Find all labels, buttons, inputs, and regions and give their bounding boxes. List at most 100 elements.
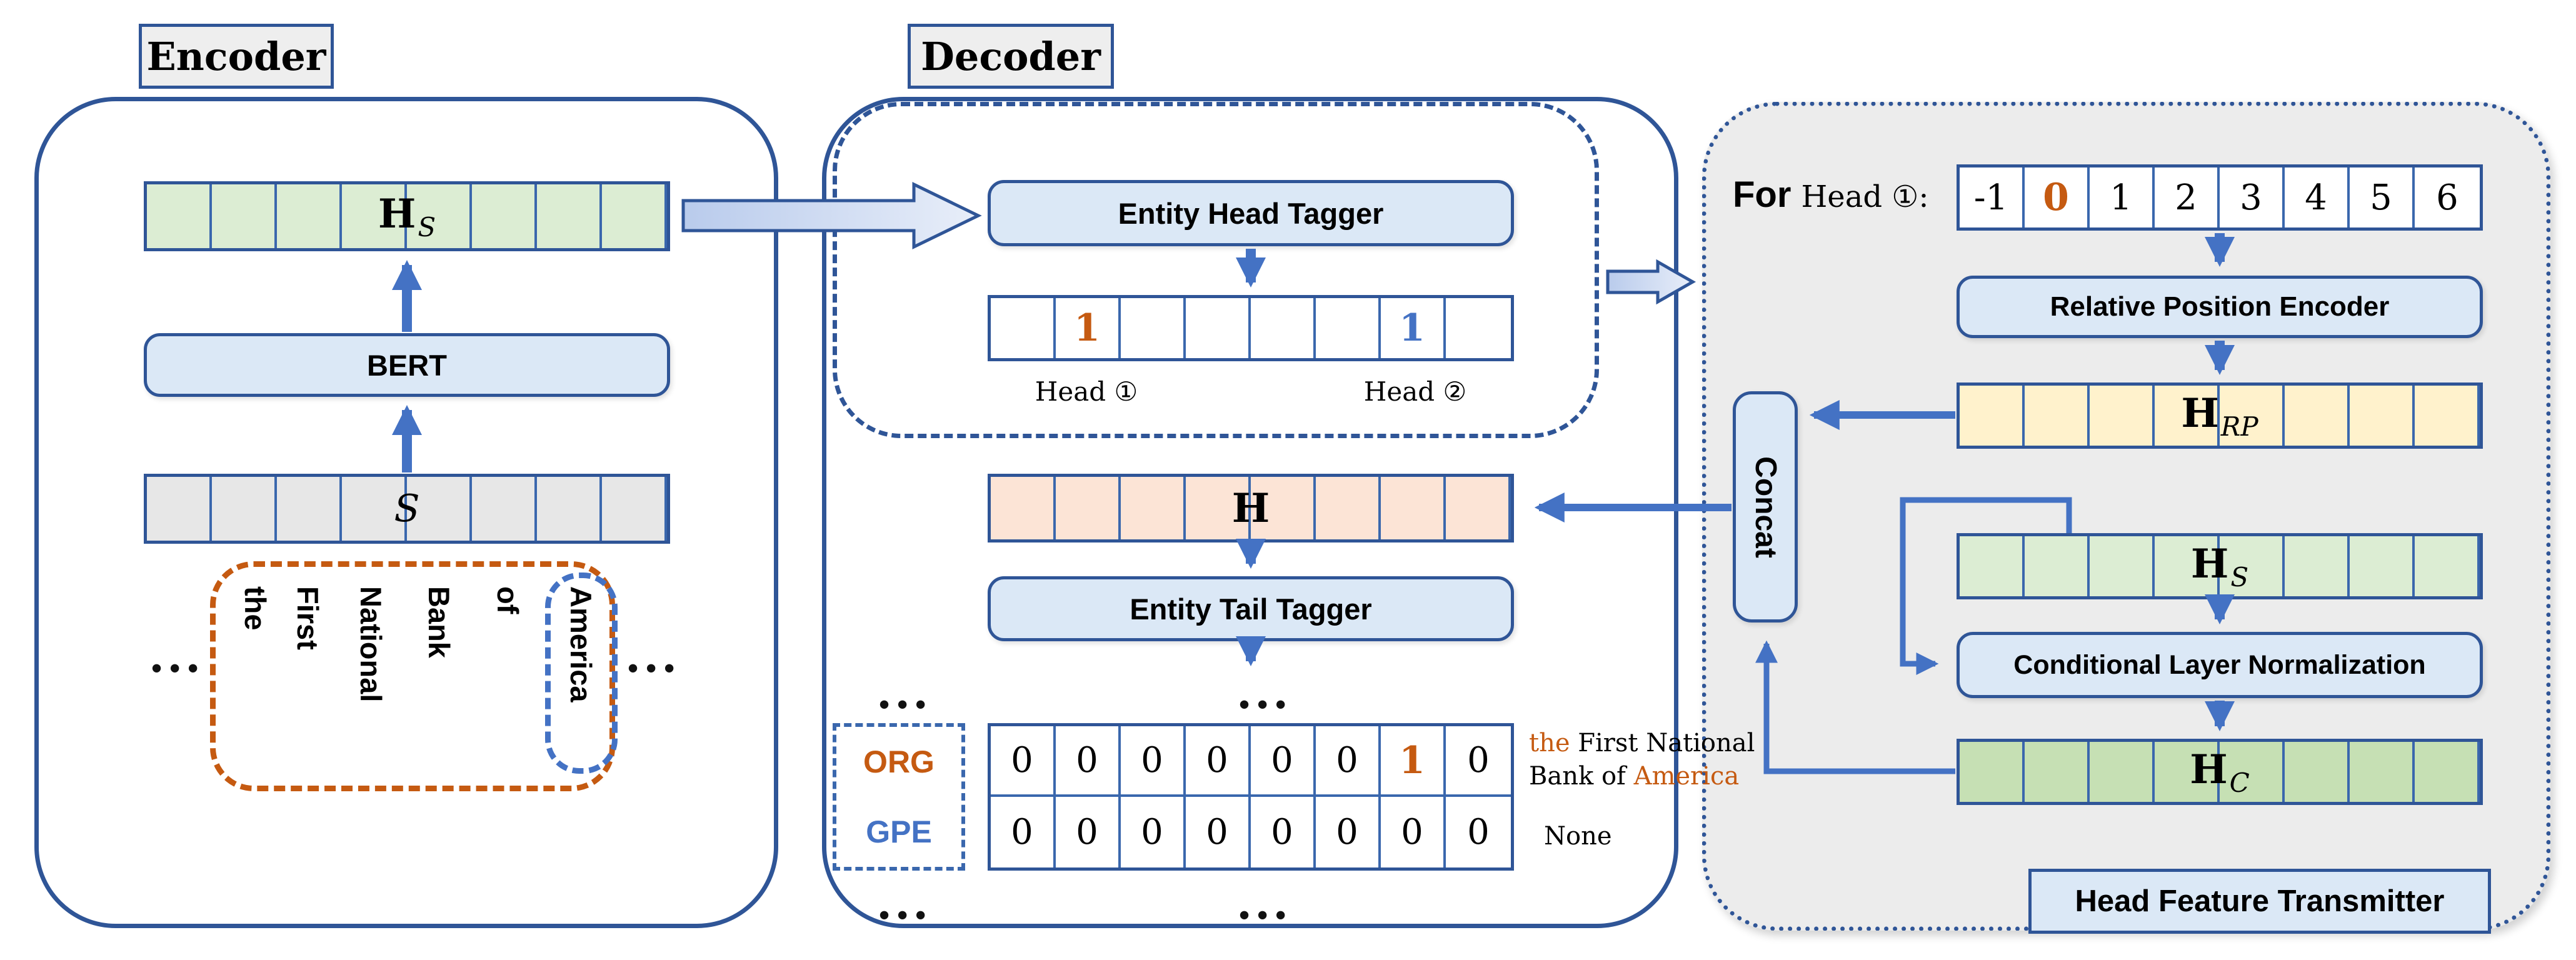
cell <box>2350 536 2415 596</box>
cell: 0 <box>1316 726 1381 797</box>
cell <box>1316 477 1381 539</box>
cell <box>212 477 277 541</box>
cell: -1 <box>1960 168 2025 228</box>
cell: 0 <box>1446 726 1511 797</box>
cell: 0 <box>1251 797 1316 868</box>
encoder-s-row: S <box>144 474 670 544</box>
cell: 0 <box>1121 726 1186 797</box>
cell <box>1960 536 2025 596</box>
cell <box>1251 477 1316 539</box>
cell <box>991 298 1056 358</box>
for-head-ref: Head ①: <box>1801 179 1929 214</box>
cell <box>2220 742 2285 802</box>
cell <box>2155 742 2220 802</box>
head-feature-transmitter-title: Head Feature Transmitter <box>2075 884 2445 918</box>
cell <box>2155 536 2220 596</box>
cell: 1 <box>2090 168 2155 228</box>
encoder-title: Encoder <box>146 33 326 79</box>
head2-label: Head ② <box>1363 376 1467 407</box>
ellipsis: ... <box>876 876 931 929</box>
cell <box>2220 386 2285 446</box>
cell <box>407 477 472 541</box>
cell: 2 <box>2155 168 2220 228</box>
cell <box>991 477 1056 539</box>
cell <box>2220 536 2285 596</box>
token-word: First <box>291 586 324 650</box>
encoder-title-box: Encoder <box>139 24 334 89</box>
entity-tail-tagger-box: Entity Tail Tagger <box>988 576 1514 641</box>
org-label: ORG <box>863 744 935 779</box>
cell <box>2090 742 2155 802</box>
gpe-span-annotation: None <box>1544 822 1612 851</box>
cell: 1 <box>1381 298 1446 358</box>
cell: 0 <box>991 726 1056 797</box>
cell <box>1446 298 1511 358</box>
org-span-annotation: the First National Bank of America <box>1529 729 1755 791</box>
relative-position-encoder-box: Relative Position Encoder <box>1957 276 2483 338</box>
entity-tail-tagger-label: Entity Tail Tagger <box>1130 592 1372 626</box>
cell: 1 <box>1056 298 1121 358</box>
cell <box>2415 386 2480 446</box>
decoder-title: Decoder <box>921 33 1101 79</box>
cell <box>1121 298 1186 358</box>
cell: 0 <box>991 797 1056 868</box>
concat-label: Concat <box>1748 456 1782 558</box>
ellipsis: ... <box>1236 876 1291 929</box>
token-word: of <box>491 586 524 614</box>
cell: 0 <box>1121 797 1186 868</box>
ellipsis: ... <box>1236 666 1291 719</box>
for-head-caption: For Head ①: <box>1733 174 1929 216</box>
cell <box>602 184 667 248</box>
cell <box>1960 742 2025 802</box>
cell <box>1316 298 1381 358</box>
cell <box>277 477 342 541</box>
encoder-hs-row: HS <box>144 181 670 251</box>
cell <box>1186 477 1251 539</box>
cell <box>1056 477 1121 539</box>
cell <box>537 477 602 541</box>
ellipsis: ... <box>625 629 680 682</box>
cell <box>2090 386 2155 446</box>
cell <box>2285 742 2350 802</box>
cell <box>2350 386 2415 446</box>
cell <box>342 184 407 248</box>
cell <box>2155 386 2220 446</box>
head1-label: Head ① <box>1035 376 1138 407</box>
transmitter-hs-row: HS <box>1957 533 2483 599</box>
cell: 3 <box>2220 168 2285 228</box>
zero-position-value: 0 <box>2043 176 2069 219</box>
cell <box>537 184 602 248</box>
cell <box>472 184 537 248</box>
cell <box>2025 536 2090 596</box>
ellipsis: ... <box>876 666 931 719</box>
cell: 0 <box>1251 726 1316 797</box>
entity-span-outline-blue <box>545 572 618 774</box>
hrp-row: HRP <box>1957 382 2483 449</box>
hc-row: HC <box>1957 739 2483 805</box>
cell: 0 <box>1316 797 1381 868</box>
cell: 0 <box>1056 726 1121 797</box>
cell <box>2025 742 2090 802</box>
cell <box>212 184 277 248</box>
cell <box>2090 536 2155 596</box>
cell <box>147 184 212 248</box>
cell <box>2285 386 2350 446</box>
ellipsis: ... <box>149 629 204 682</box>
cell <box>147 477 212 541</box>
token-word: the <box>239 586 272 631</box>
cell <box>2025 386 2090 446</box>
tail-tag-table: 0 0 0 0 0 0 1 0 0 0 0 0 0 0 0 0 <box>988 723 1514 871</box>
cell: 4 <box>2285 168 2350 228</box>
bert-box: BERT <box>144 333 670 397</box>
cell <box>1121 477 1186 539</box>
decoder-title-box: Decoder <box>908 24 1114 89</box>
head-tag-row: 1 1 <box>988 295 1514 361</box>
relative-position-row: -1 0 1 2 3 4 5 6 <box>1957 164 2483 231</box>
cell: 0 <box>1056 797 1121 868</box>
conditional-layer-normalization-box: Conditional Layer Normalization <box>1957 632 2483 698</box>
org-tail-value: 1 <box>1399 738 1425 782</box>
cell <box>277 184 342 248</box>
cell <box>1446 477 1511 539</box>
relative-position-encoder-label: Relative Position Encoder <box>2050 291 2390 322</box>
